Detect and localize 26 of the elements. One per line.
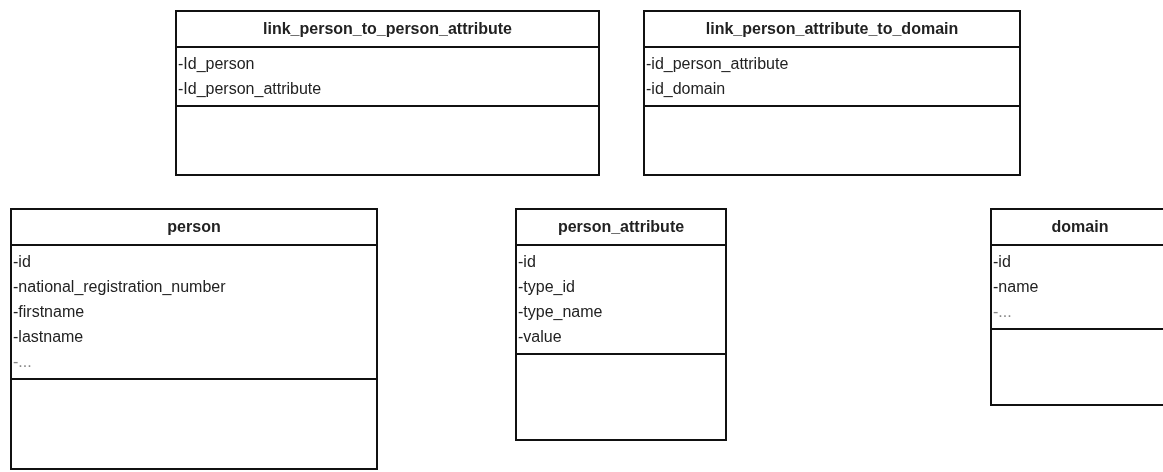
class-name: person [167,218,221,236]
attribute-text: -national_registration_number [13,277,227,297]
attribute-text: -Id_person_attribute [178,79,323,99]
class-name: person_attribute [557,218,685,236]
attribute-text: -... [993,302,1013,322]
attribute-text: -Id_person [178,54,256,74]
class-box [515,208,727,441]
attribute-text: -type_name [518,302,604,322]
class-box [10,208,378,470]
attribute-text: -id [13,252,32,272]
attribute-text: -name [993,277,1040,297]
class-name: link_person_attribute_to_domain [705,20,959,38]
class-box [175,10,600,176]
attribute-text: -id_person_attribute [646,54,790,74]
attribute-text: -lastname [13,327,85,347]
attribute-text: -id [518,252,537,272]
class-box [643,10,1021,176]
class-box [990,208,1163,406]
attribute-text: -value [518,327,563,347]
attribute-text: -id_domain [646,79,727,99]
class-name: domain [1051,218,1109,236]
attribute-text: -... [13,352,33,372]
attribute-text: -id [993,252,1012,272]
class-name: link_person_to_person_attribute [263,20,512,38]
attribute-text: -type_id [518,277,576,297]
attribute-text: -firstname [13,302,86,322]
